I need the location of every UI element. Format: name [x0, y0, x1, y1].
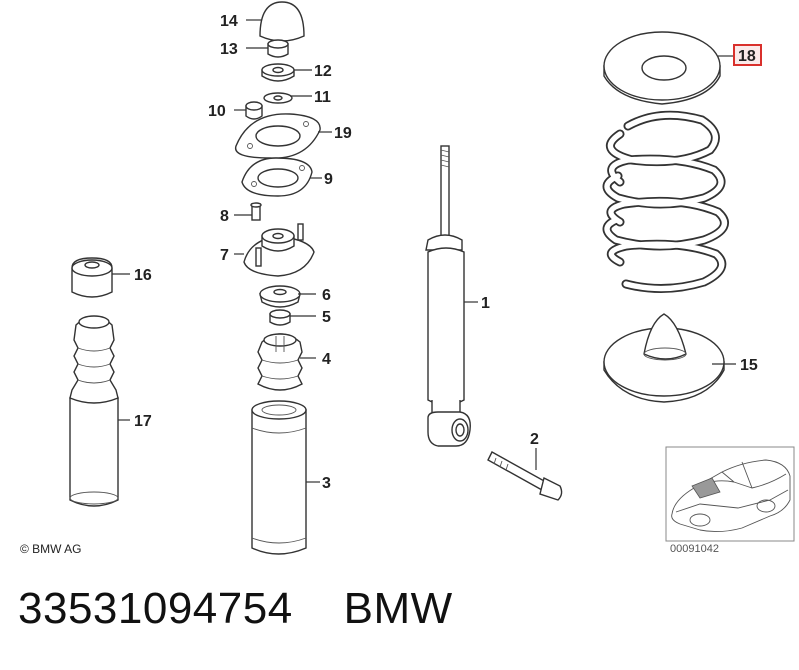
label-16: 16 — [134, 267, 152, 284]
part-18-spring-pad — [603, 31, 721, 105]
part-13-nut — [267, 39, 289, 58]
label-6: 6 — [322, 287, 331, 304]
part-16-bump-cap — [71, 257, 113, 298]
part-1-shock-absorber — [425, 145, 471, 447]
coil-spring — [602, 110, 729, 294]
copyright-text: © BMW AG — [20, 542, 82, 556]
label-14: 14 — [220, 13, 238, 30]
part-4-buffer — [257, 333, 303, 391]
caption-brand: BMW — [343, 584, 453, 633]
label-7: 7 — [220, 247, 229, 264]
part-15-spring-bump-stop — [603, 313, 725, 403]
part-2-bolt — [487, 451, 563, 501]
label-4: 4 — [322, 351, 331, 368]
label-12: 12 — [314, 63, 332, 80]
part-10-nut — [245, 101, 263, 120]
part-14-cap — [259, 1, 305, 42]
part-8-bolt — [250, 202, 262, 221]
label-5: 5 — [322, 309, 331, 326]
label-18: 18 — [738, 48, 756, 65]
caption: 33531094754 BMW — [18, 584, 453, 644]
label-18-highlight-box — [733, 44, 762, 66]
label-2: 2 — [530, 431, 539, 448]
leader-lines — [112, 19, 736, 483]
label-13: 13 — [220, 41, 238, 58]
label-9: 9 — [324, 171, 333, 188]
part-6-bump-stop — [259, 285, 301, 308]
label-1: 1 — [481, 295, 490, 312]
part-17-dust-boot — [69, 315, 119, 507]
car-location-thumbnail — [665, 446, 795, 542]
label-3: 3 — [322, 475, 331, 492]
part-9-plate — [241, 157, 313, 197]
label-17: 17 — [134, 413, 152, 430]
part-5-nut — [269, 309, 291, 326]
label-8: 8 — [220, 208, 229, 225]
part-7-strut-mount — [243, 223, 315, 277]
image-number: 00091042 — [670, 543, 719, 555]
label-11: 11 — [314, 89, 331, 106]
part-3-protection-tube — [251, 400, 307, 555]
label-19: 19 — [334, 125, 352, 142]
label-15: 15 — [740, 357, 758, 374]
part-19-gasket — [234, 113, 321, 159]
caption-part-number: 33531094754 — [18, 584, 293, 633]
label-10: 10 — [208, 103, 226, 120]
parts-diagram: 14 13 12 11 10 19 9 8 7 6 5 4 3 1 2 16 1… — [20, 1, 795, 556]
part-11-washer — [263, 92, 293, 104]
part-12-washer — [261, 63, 295, 82]
